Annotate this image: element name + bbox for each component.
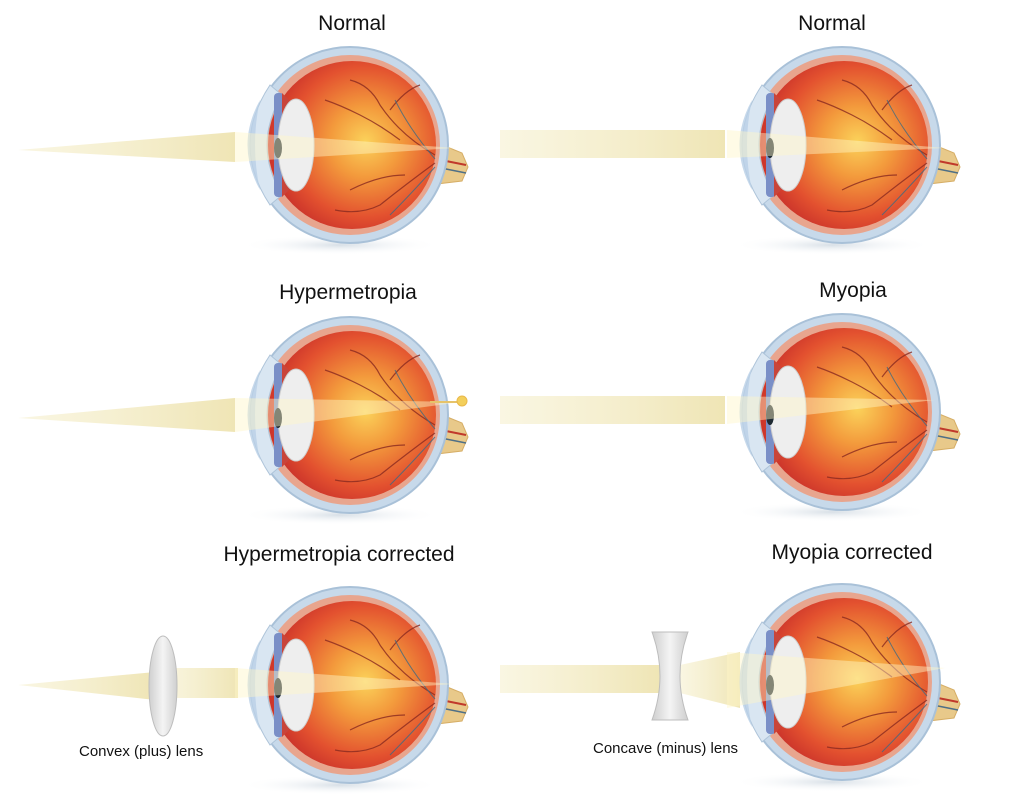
- light-beam: [500, 665, 660, 693]
- refracted-light: [727, 396, 935, 424]
- panel-hypermetropia-corrected: [18, 586, 469, 794]
- refracted-light: [235, 132, 455, 162]
- panel-hypermetropia: [18, 316, 469, 526]
- panel-myopia-corrected: [500, 583, 961, 793]
- panel-myopia: [500, 313, 961, 523]
- light-beam: [18, 398, 235, 432]
- panel-title-myopia: Myopia: [819, 279, 887, 302]
- refracted-light: [727, 652, 945, 708]
- convex-lens-icon: [148, 635, 178, 737]
- light-beam: [500, 396, 725, 424]
- focal-point-icon: [456, 395, 468, 407]
- refracted-light: [235, 668, 455, 698]
- panel-normal-left: [18, 46, 469, 256]
- convex-lens-label: Convex (plus) lens: [79, 743, 204, 760]
- light-beam: [18, 132, 235, 162]
- panel-title-normal-right: Normal: [798, 12, 866, 35]
- panel-title-hypermetropia-corrected: Hypermetropia corrected: [223, 543, 455, 566]
- refracted-light: [727, 130, 945, 158]
- concave-lens-icon: [651, 631, 689, 721]
- panel-title-myopia-corrected: Myopia corrected: [771, 541, 933, 564]
- panel-normal-right: [500, 46, 961, 256]
- panel-title-normal-left: Normal: [318, 12, 386, 35]
- light-beam: [18, 672, 155, 700]
- refracted-light: [235, 398, 462, 432]
- concave-lens-label: Concave (minus) lens: [593, 740, 739, 757]
- light-beam: [500, 130, 725, 158]
- light-beam: [680, 652, 740, 708]
- panel-title-hypermetropia: Hypermetropia: [279, 281, 417, 304]
